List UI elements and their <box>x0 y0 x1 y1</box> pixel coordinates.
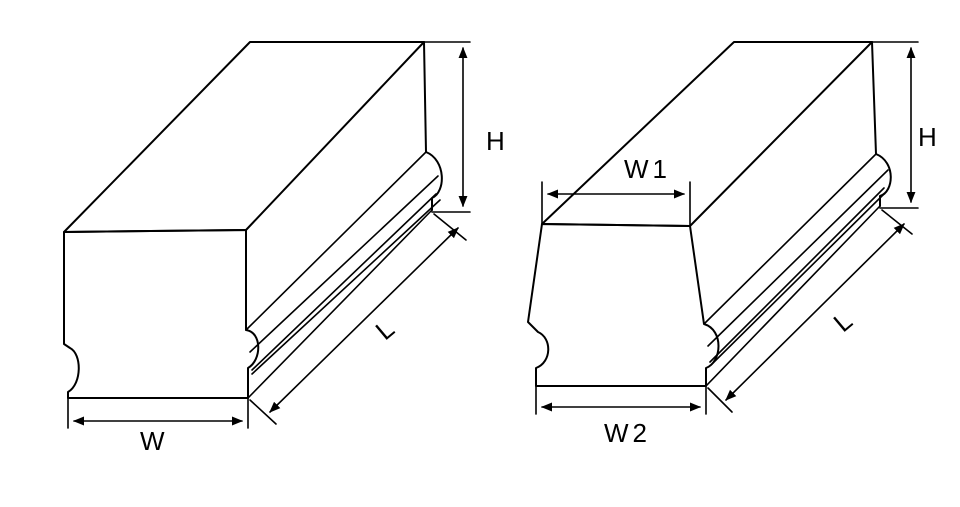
right-block-front-face <box>527 223 720 387</box>
left-block-top-face <box>63 41 425 233</box>
right-top-width-label: W1 <box>624 154 671 184</box>
right-top-width-dimension <box>541 181 691 227</box>
right-block-side-face <box>871 41 892 207</box>
right-block-top-face <box>541 41 873 227</box>
left-height-dimension <box>423 41 471 213</box>
right-height-label: H <box>918 122 941 152</box>
left-block: H L W <box>63 41 509 456</box>
left-block-front-face <box>63 229 260 399</box>
right-bottom-width-label: W2 <box>604 418 651 448</box>
left-width-label: W <box>140 426 169 456</box>
right-height-dimension <box>871 41 919 209</box>
right-length-dimension <box>707 209 913 413</box>
left-length-dimension <box>249 213 467 425</box>
left-height-label: H <box>486 126 509 156</box>
left-width-dimension <box>67 397 249 429</box>
left-block-side-face <box>423 41 443 211</box>
left-length-label: L <box>370 311 403 346</box>
right-bottom-width-dimension <box>535 385 707 415</box>
right-block-molding-lines <box>703 153 889 387</box>
right-block: W1 H L W2 <box>527 41 941 448</box>
right-length-label: L <box>828 303 861 338</box>
